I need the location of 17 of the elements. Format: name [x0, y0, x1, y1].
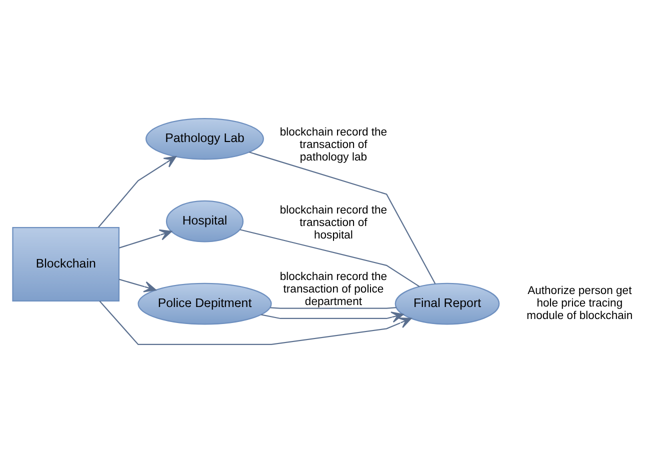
arrow — [261, 311, 404, 322]
arrow — [118, 228, 172, 248]
node-ellipse: Police Depitment — [138, 282, 272, 324]
node-ellipse: Final Report — [394, 282, 500, 324]
node-ellipse: Pathology Lab — [146, 117, 264, 160]
node-box: Blockchain — [12, 226, 120, 302]
edge-label: blockchain record the transaction of pathology lab — [280, 126, 388, 163]
connector — [240, 228, 420, 287]
arrow — [118, 278, 156, 292]
node-label: Authorize person get hole price tracing module of blockchain — [526, 284, 633, 322]
edge-label: blockchain record the transaction of police department — [280, 270, 388, 308]
arrow — [99, 300, 412, 345]
node-ellipse: Hospital — [166, 200, 244, 242]
connector — [249, 151, 436, 284]
connector — [270, 306, 396, 308]
edge-label: blockchain record the transaction of hospital — [280, 204, 388, 241]
arrow — [98, 156, 176, 228]
